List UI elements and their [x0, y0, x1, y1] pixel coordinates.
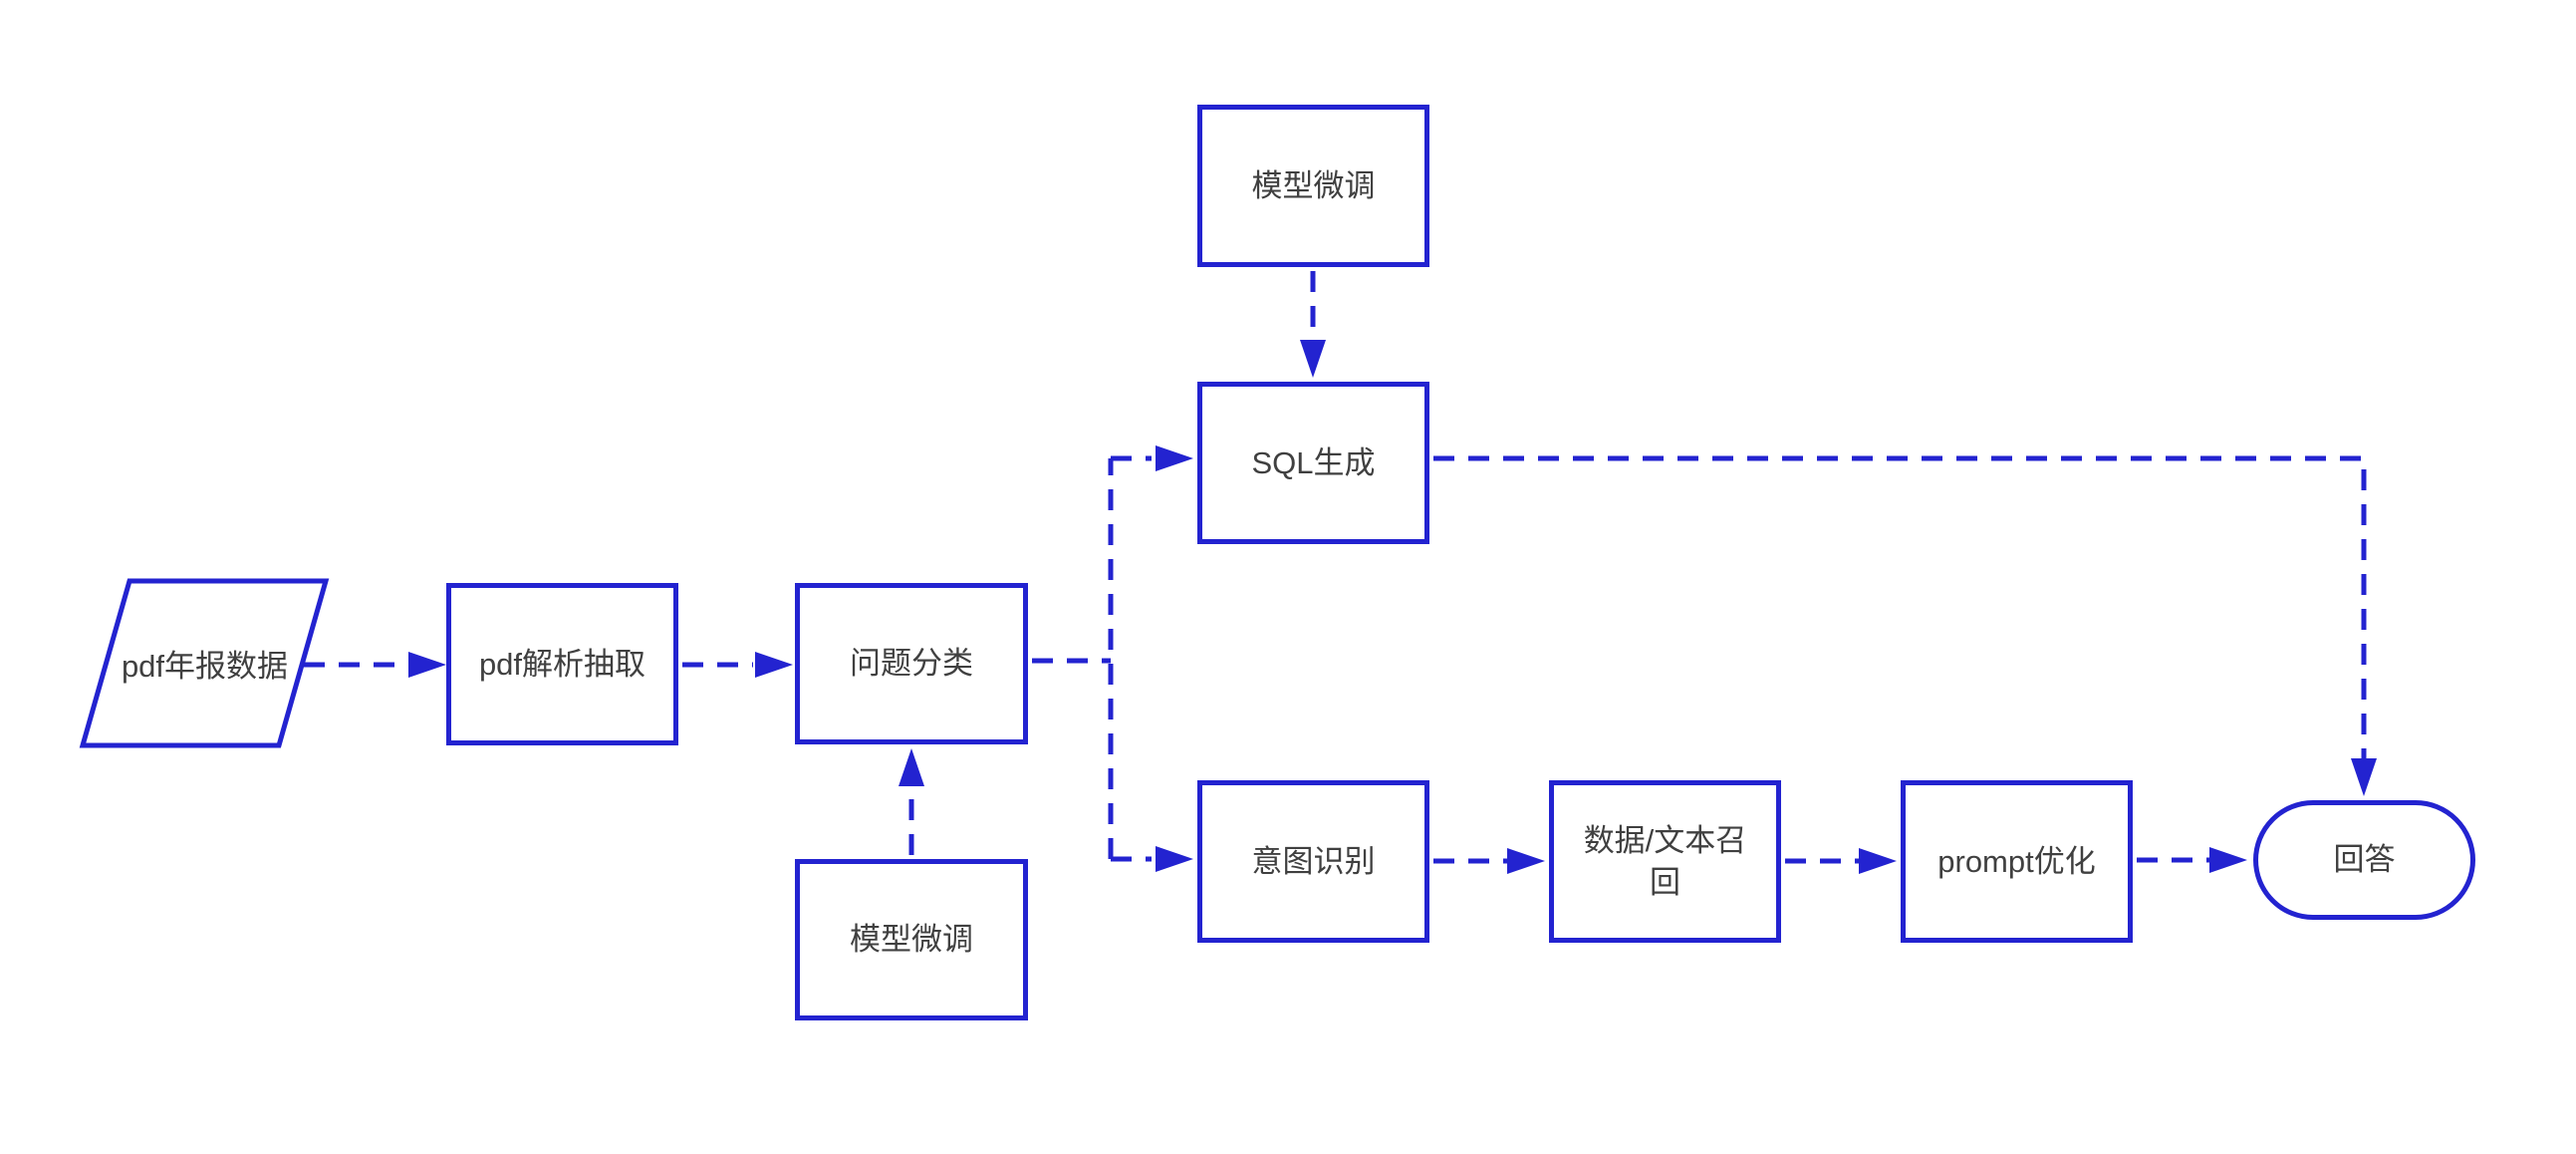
- node-answer: 回答: [2253, 800, 2475, 920]
- node-model-finetune-top: 模型微调: [1197, 105, 1429, 267]
- edge-classify-to-intent-arrowhead: [1156, 846, 1193, 872]
- edge-prompt-to-answer-arrowhead: [2209, 847, 2247, 873]
- node-intent-recognition: 意图识别: [1197, 780, 1429, 943]
- node-question-classification: 问题分类: [795, 583, 1028, 744]
- edge-classify-to-sql-arrowhead: [1156, 445, 1193, 471]
- node-data-text-recall: 数据/文本召回: [1549, 780, 1781, 943]
- node-model-finetune-bottom: 模型微调: [795, 859, 1028, 1020]
- node-pdf-annual-report-data-shape: [79, 578, 330, 748]
- edge-finetune-bottom-to-classify-arrowhead: [899, 748, 924, 786]
- edge-sql-to-answer-arrowhead: [2351, 758, 2377, 796]
- edge-parse-to-classify-arrowhead: [755, 652, 793, 678]
- edge-finetune-top-to-sql-arrowhead: [1300, 340, 1326, 378]
- node-pdf-parse-extract: pdf解析抽取: [446, 583, 678, 745]
- node-data-text-recall-label: 数据/文本召回: [1583, 822, 1747, 900]
- edge-intent-to-recall-arrowhead: [1507, 848, 1545, 874]
- edge-pdfdata-to-parse-arrowhead: [408, 652, 446, 678]
- edge-sql-to-answer: [1433, 455, 2367, 758]
- edge-classify-branch: [1032, 455, 1152, 862]
- node-sql-generation: SQL生成: [1197, 382, 1429, 544]
- node-pdf-annual-report-data-label: pdf年报数据: [121, 649, 289, 684]
- edge-recall-to-prompt-arrowhead: [1859, 848, 1897, 874]
- node-prompt-optimization: prompt优化: [1901, 780, 2133, 943]
